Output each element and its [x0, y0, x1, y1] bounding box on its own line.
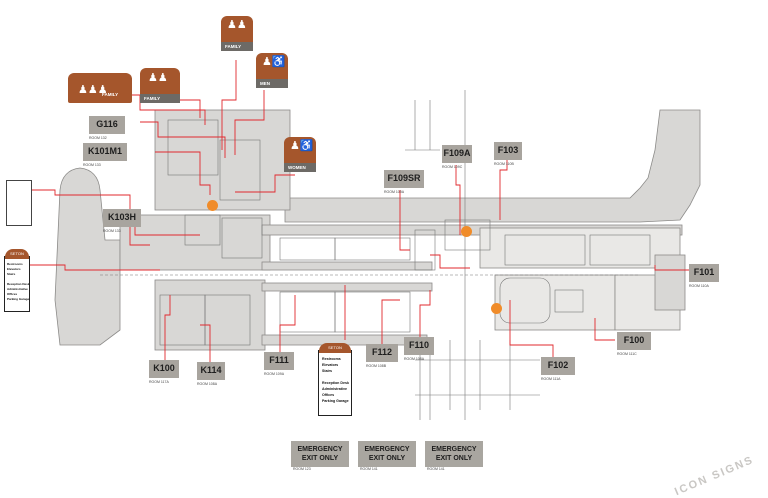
room-tag: F103: [494, 142, 522, 160]
directory-brand: SETON: [5, 249, 29, 259]
emergency-exit-sign: EMERGENCY EXIT ONLY ROOM 123: [291, 441, 349, 471]
restroom-sign-label: FAMILY: [221, 42, 253, 51]
room-tag: F110: [404, 337, 434, 355]
room-number: ROOM 110A: [689, 284, 709, 288]
restroom-sign-family-large: ♟♟♟ FAMILY: [68, 73, 132, 103]
room-tag: K103H: [103, 209, 141, 227]
family-icon: ♟♟: [227, 19, 247, 31]
room-number: ROOM 109A: [264, 372, 285, 376]
marker-dot: [207, 200, 218, 211]
room-tag: F101: [689, 264, 719, 282]
man-accessible-icon: ♟♿: [262, 56, 286, 68]
woman-accessible-icon: ♟♿: [290, 140, 314, 152]
restroom-sign-label: FAMILY: [102, 92, 119, 97]
emergency-exit-sign: EMERGENCY EXIT ONLY ROOM 141: [425, 441, 483, 471]
restroom-sign-label: WOMEN: [284, 163, 316, 172]
room-tag: F109A: [442, 145, 472, 163]
room-number: ROOM 111A: [541, 377, 561, 381]
evacuation-panel: [6, 180, 32, 226]
directory-lines: Restrooms Elevators Stairs Reception Des…: [7, 262, 30, 301]
room-number: ROOM 132: [89, 136, 107, 140]
restroom-sign-men: ♟♿ MEN: [256, 53, 288, 88]
room-number: ROOM 109C: [442, 165, 463, 169]
room-tag: F112: [366, 344, 398, 362]
room-tag: K100: [149, 360, 179, 378]
restroom-sign-family-small: ♟♟ FAMILY: [221, 16, 253, 51]
restroom-sign-label: MEN: [256, 79, 288, 88]
room-tag: K114: [197, 362, 225, 380]
room-number: ROOM 109A: [384, 190, 405, 194]
marker-dot: [491, 303, 502, 314]
room-tag: F102: [541, 357, 575, 375]
room-number: ROOM 117A: [149, 380, 169, 384]
room-number: ROOM 133: [83, 163, 101, 167]
room-number: ROOM 108A: [404, 357, 425, 361]
family-icon: ♟♟♟: [78, 84, 108, 96]
directory-lines: Restrooms Elevators Stairs Reception Des…: [322, 357, 349, 403]
restroom-sign-women: ♟♿ WOMEN: [284, 137, 316, 172]
directory-sign-center: SETON Restrooms Elevators Stairs Recepti…: [318, 343, 352, 416]
directory-brand: SETON: [319, 343, 351, 353]
emergency-exit-sign: EMERGENCY EXIT ONLY ROOM 141: [358, 441, 416, 471]
room-number: ROOM 111C: [617, 352, 637, 356]
room-tag: F111: [264, 352, 294, 370]
room-number: ROOM 133: [103, 229, 121, 233]
room-tag: K101M1: [83, 143, 127, 161]
room-number: ROOM 110B: [494, 162, 514, 166]
restroom-sign-label: FAMILY: [140, 94, 180, 103]
marker-dot: [461, 226, 472, 237]
family-icon: ♟♟: [148, 72, 168, 84]
room-tag: G116: [89, 116, 125, 134]
room-tag: F109SR: [384, 170, 424, 188]
room-number: ROOM 108B: [366, 364, 387, 368]
room-tag: F100: [617, 332, 651, 350]
restroom-sign-family: ♟♟ FAMILY: [140, 68, 180, 103]
room-number: ROOM 108A: [197, 382, 218, 386]
directory-sign-left: SETON Restrooms Elevators Stairs Recepti…: [4, 249, 30, 312]
